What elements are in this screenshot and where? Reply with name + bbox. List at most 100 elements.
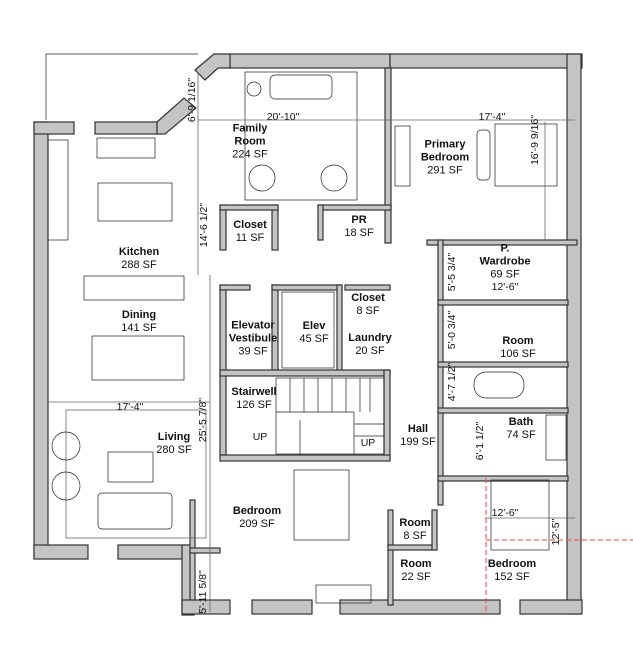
coffee-table	[107, 451, 154, 483]
room-name: Vestibule	[228, 332, 278, 345]
room-area: 280 SF	[156, 444, 192, 456]
room-name: Bedroom	[487, 558, 537, 570]
armchair	[51, 471, 81, 501]
room-area: 288 SF	[121, 259, 157, 271]
room-area: 18 SF	[344, 227, 374, 239]
dining-table	[91, 335, 185, 381]
room-area: 69 SF	[490, 268, 520, 281]
room-name: Elevator	[231, 319, 275, 332]
bed	[494, 123, 558, 187]
room-name: Dining	[121, 309, 157, 321]
room-area: 45 SF	[299, 333, 329, 345]
living-sofa	[97, 492, 173, 530]
dimension-living-depth: 25'-5 7/8"	[197, 397, 209, 443]
stairs	[275, 377, 385, 455]
dimension-family-width: 20'-10"	[266, 111, 300, 123]
room-area: 152 SF	[494, 571, 530, 583]
room-area: 20 SF	[355, 345, 385, 357]
room-name: Living	[157, 431, 191, 443]
exterior-walls	[33, 53, 583, 616]
room-area: 8 SF	[356, 305, 380, 317]
room-area: 39 SF	[238, 345, 268, 358]
room-name: Family	[232, 122, 268, 135]
armchair	[320, 164, 348, 192]
kitchen-range-counter	[96, 137, 156, 159]
room-area: 106 SF	[500, 348, 536, 360]
kitchen-cabinets	[47, 139, 69, 241]
room-area: 74 SF	[506, 429, 536, 441]
kitchen-island	[97, 182, 173, 222]
dimension-kitchen-depth: 14'-6 1/2"	[198, 202, 210, 248]
freestanding-tub	[473, 371, 525, 399]
room-area: 11 SF	[235, 232, 265, 244]
desk	[315, 584, 372, 604]
dresser	[394, 125, 411, 187]
dimension-room106-a: 5'-0 3/4"	[446, 310, 458, 350]
dimension-bottom-depth: 5'-11 5/8"	[197, 570, 209, 614]
room-area: 22 SF	[401, 571, 431, 583]
room-area: 291 SF	[427, 164, 463, 177]
dimension-primary-width: 17'-4"	[478, 111, 506, 123]
room-name: Elev	[302, 320, 326, 332]
room-name: Bath	[508, 416, 534, 428]
room-name: Hall	[407, 423, 429, 435]
dimension-bed152-depth: 12'-5"	[550, 518, 562, 546]
dimension-wardrobe-width: 12'-6"	[491, 281, 519, 293]
room-area: 209 SF	[239, 518, 275, 530]
interior-walls	[189, 67, 578, 606]
room-name: P.	[500, 242, 510, 255]
room-name: Primary	[424, 138, 466, 151]
dimension-room106-b: 4'-7 1/2"	[446, 362, 458, 402]
terrace-outline	[45, 53, 198, 120]
room-area: 126 SF	[236, 399, 272, 411]
bathtub	[545, 414, 567, 461]
room-name: PR	[351, 214, 367, 226]
dimension-bath-depth: 6'-1 1/2"	[474, 421, 486, 461]
room-name: Room	[400, 558, 432, 570]
room-name: Room	[399, 517, 431, 529]
room-name: Stairwell	[231, 386, 277, 398]
room-name: Laundry	[348, 332, 392, 344]
room-area: 141 SF	[121, 322, 157, 334]
furniture	[47, 71, 567, 604]
room-area: 224 SF	[232, 148, 268, 161]
room-name: Room	[234, 135, 266, 148]
dimension-living-width: 17'-4"	[116, 401, 144, 413]
family-sofa	[269, 74, 333, 100]
stair-up-label: UP	[252, 431, 268, 443]
room-area: 199 SF	[400, 436, 436, 448]
room-name: Bedroom	[420, 151, 470, 164]
section-lines	[485, 478, 633, 612]
bed	[490, 479, 550, 551]
room-name: Wardrobe	[479, 255, 531, 268]
dimension-entry-depth: 6'-9 1/16"	[186, 77, 198, 123]
elevator-car	[281, 291, 335, 369]
room-name: Bedroom	[232, 505, 282, 517]
dining-buffet	[83, 275, 185, 301]
room-name: Closet	[351, 292, 385, 304]
bench	[476, 129, 491, 181]
room-name: Closet	[233, 219, 267, 231]
stair-up-label: UP	[360, 437, 376, 449]
family-rug	[244, 71, 358, 201]
